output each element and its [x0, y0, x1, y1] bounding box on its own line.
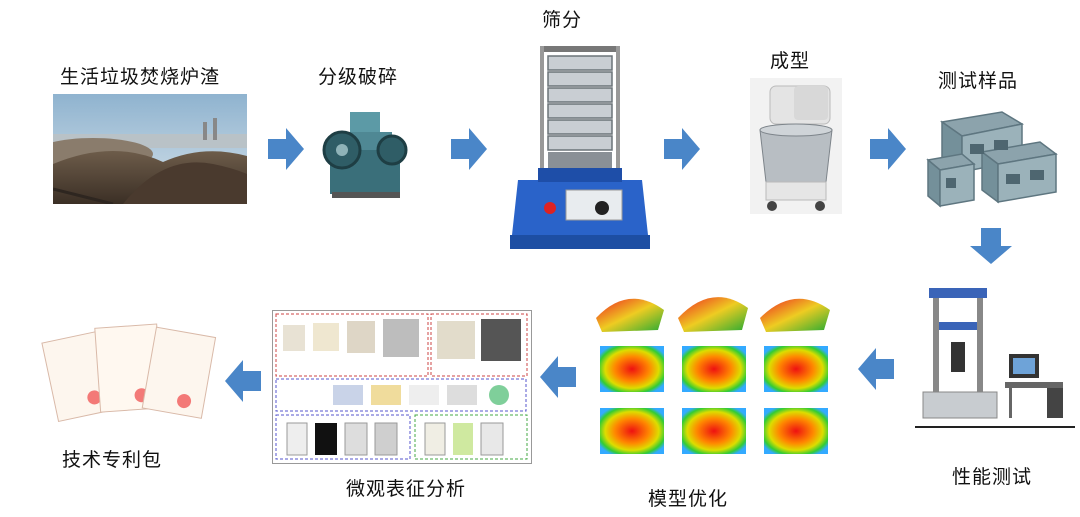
step-label-sample: 测试样品: [938, 70, 1019, 92]
test-blocks-image: [922, 102, 1062, 214]
step-label-raw: 生活垃圾焚烧炉渣: [60, 66, 221, 88]
step-label-model: 模型优化: [648, 488, 729, 510]
mixer-image: [750, 78, 842, 214]
microstructure-image: [272, 310, 532, 464]
step-label-micro: 微观表征分析: [346, 478, 467, 500]
arrow-right-icon: [664, 128, 700, 170]
testing-machine-image: [915, 282, 1075, 432]
arrow-down-icon: [970, 228, 1012, 264]
step-label-sieve: 筛分: [542, 9, 583, 31]
patent-certificates-image: [40, 318, 218, 422]
slag-landscape-image: [53, 94, 247, 204]
sieve-shaker-image: [510, 40, 650, 255]
arrow-left-icon: [858, 348, 894, 390]
arrow-right-icon: [451, 128, 487, 170]
response-surface-image: [588, 280, 838, 468]
step-label-perf: 性能测试: [952, 466, 1033, 488]
step-label-mold: 成型: [770, 50, 811, 72]
arrow-left-icon: [540, 356, 576, 398]
arrow-right-icon: [870, 128, 906, 170]
jaw-crusher-image: [320, 102, 410, 202]
arrow-right-icon: [268, 128, 304, 170]
step-label-patent: 技术专利包: [62, 449, 163, 471]
arrow-left-icon: [225, 360, 261, 402]
step-label-crush: 分级破碎: [318, 66, 399, 88]
